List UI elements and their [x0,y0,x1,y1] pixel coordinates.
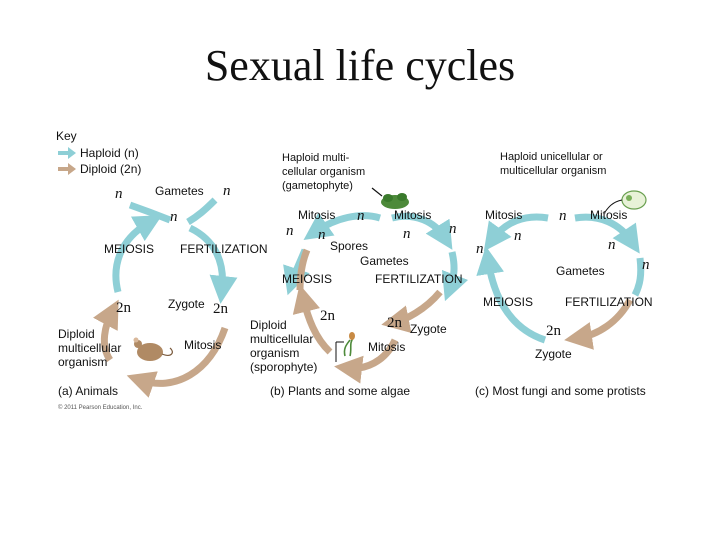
gametophyte-moss-icon [371,187,409,209]
fungus-cell-icon [604,190,647,213]
plants-caption: (b) Plants and some algae [270,384,411,398]
fungi-gametes-arrow [631,257,645,297]
diploid-swatch-icon [58,163,76,175]
animals-n-left: n [115,186,123,202]
animals-gametes-label: Gametes [155,184,204,198]
animals-organism-label: Diploid multicellular organism [58,327,122,369]
plants-sporophyte-label: Diploid multicellular organism (sporophy… [250,318,318,374]
animals-meiosis-label: MEIOSIS [104,242,155,256]
fungi-mitosis-left-arrow [483,213,549,252]
fungi-mitosis-left-label: Mitosis [485,208,523,222]
animals-gamete-left-arrow [128,201,172,224]
fungi-n-top: n [559,208,567,224]
plants-mitosis-bottom-label: Mitosis [368,340,406,354]
copyright-notice: © 2011 Pearson Education, Inc. [58,405,143,411]
fungi-mitosis-right-label: Mitosis [590,208,628,222]
plants-n-top: n [357,208,365,224]
plants-mitosis-left-arrow [303,212,382,241]
plants-zygote-2n: 2n [387,315,402,331]
sporophyte-plant-icon [335,332,355,362]
fungi-n-right2: n [642,257,650,273]
plants-n-right2: n [449,221,457,237]
fungi-meiosis-arrow [476,246,547,344]
plants-fertilization-label: FERTILIZATION [375,272,463,286]
plants-gametophyte-label: Haploid multi-cellular organism (gametop… [282,152,366,192]
plants-mitosis-right-label: Mitosis [394,208,432,222]
fungi-caption: (c) Most fungi and some protists [475,384,646,398]
mouse-icon [133,337,173,361]
animals-gamete-right-arrow [186,197,218,226]
plants-mitosis-right-arrow [391,212,453,250]
animals-2n-left: 2n [116,300,131,316]
plants-gametes-label: Gametes [360,254,409,268]
animals-n-center: n [170,209,178,225]
animals-mitosis-arrow [126,326,229,398]
plants-mitosis-left-label: Mitosis [298,208,336,222]
animals-organism-arrow [93,299,119,362]
plants-cycle [283,212,469,384]
fungi-2n: 2n [546,323,561,339]
fungi-mitosis-right-arrow [574,213,640,254]
fungi-organism-label: Haploid unicellular or multicellular org… [500,151,607,177]
animals-mitosis-label: Mitosis [184,338,222,352]
animals-caption: (a) Animals [58,384,119,398]
key-swatches [58,147,76,175]
animals-cycle [93,197,238,398]
plants-2n-top: 2n [320,308,335,324]
plants-n-left: n [286,223,294,239]
key-haploid-label: Haploid (n) [80,146,139,160]
plants-spores-label: Spores [330,239,369,253]
plants-n-mid: n [318,227,326,243]
key-heading: Key [56,129,77,143]
animals-fertilization-label: FERTILIZATION [180,242,268,256]
fungi-meiosis-label: MEIOSIS [483,295,534,309]
animals-fertilization-arrow [188,224,238,304]
plants-mitosis-bottom-arrow [334,338,399,384]
key-diploid-label: Diploid (2n) [80,162,142,176]
page-title: Sexual life cycles [204,41,516,90]
animals-zygote-label: Zygote [168,297,205,311]
fungi-gametes-label: Gametes [556,264,605,278]
fungi-n-right1: n [608,237,616,253]
fungi-n-left2: n [476,241,484,257]
plants-sporophyte-arrow [292,284,333,355]
fungi-fertilization-arrow [564,298,634,350]
fungi-n-left1: n [514,228,522,244]
plants-fertilization-arrow [381,289,443,333]
plants-zygote-label: Zygote [410,322,447,336]
plants-n-right1: n [403,226,411,242]
fungi-fertilization-label: FERTILIZATION [565,295,653,309]
fungi-zygote-label: Zygote [535,347,572,361]
plants-meiosis-label: MEIOSIS [282,272,333,286]
animals-meiosis-arrow [112,215,163,293]
animals-zygote-2n: 2n [213,301,228,317]
animals-n-right: n [223,183,231,199]
fungi-cycle [476,213,645,350]
haploid-swatch-icon [58,147,76,159]
plants-gametes-arrow [441,251,469,302]
